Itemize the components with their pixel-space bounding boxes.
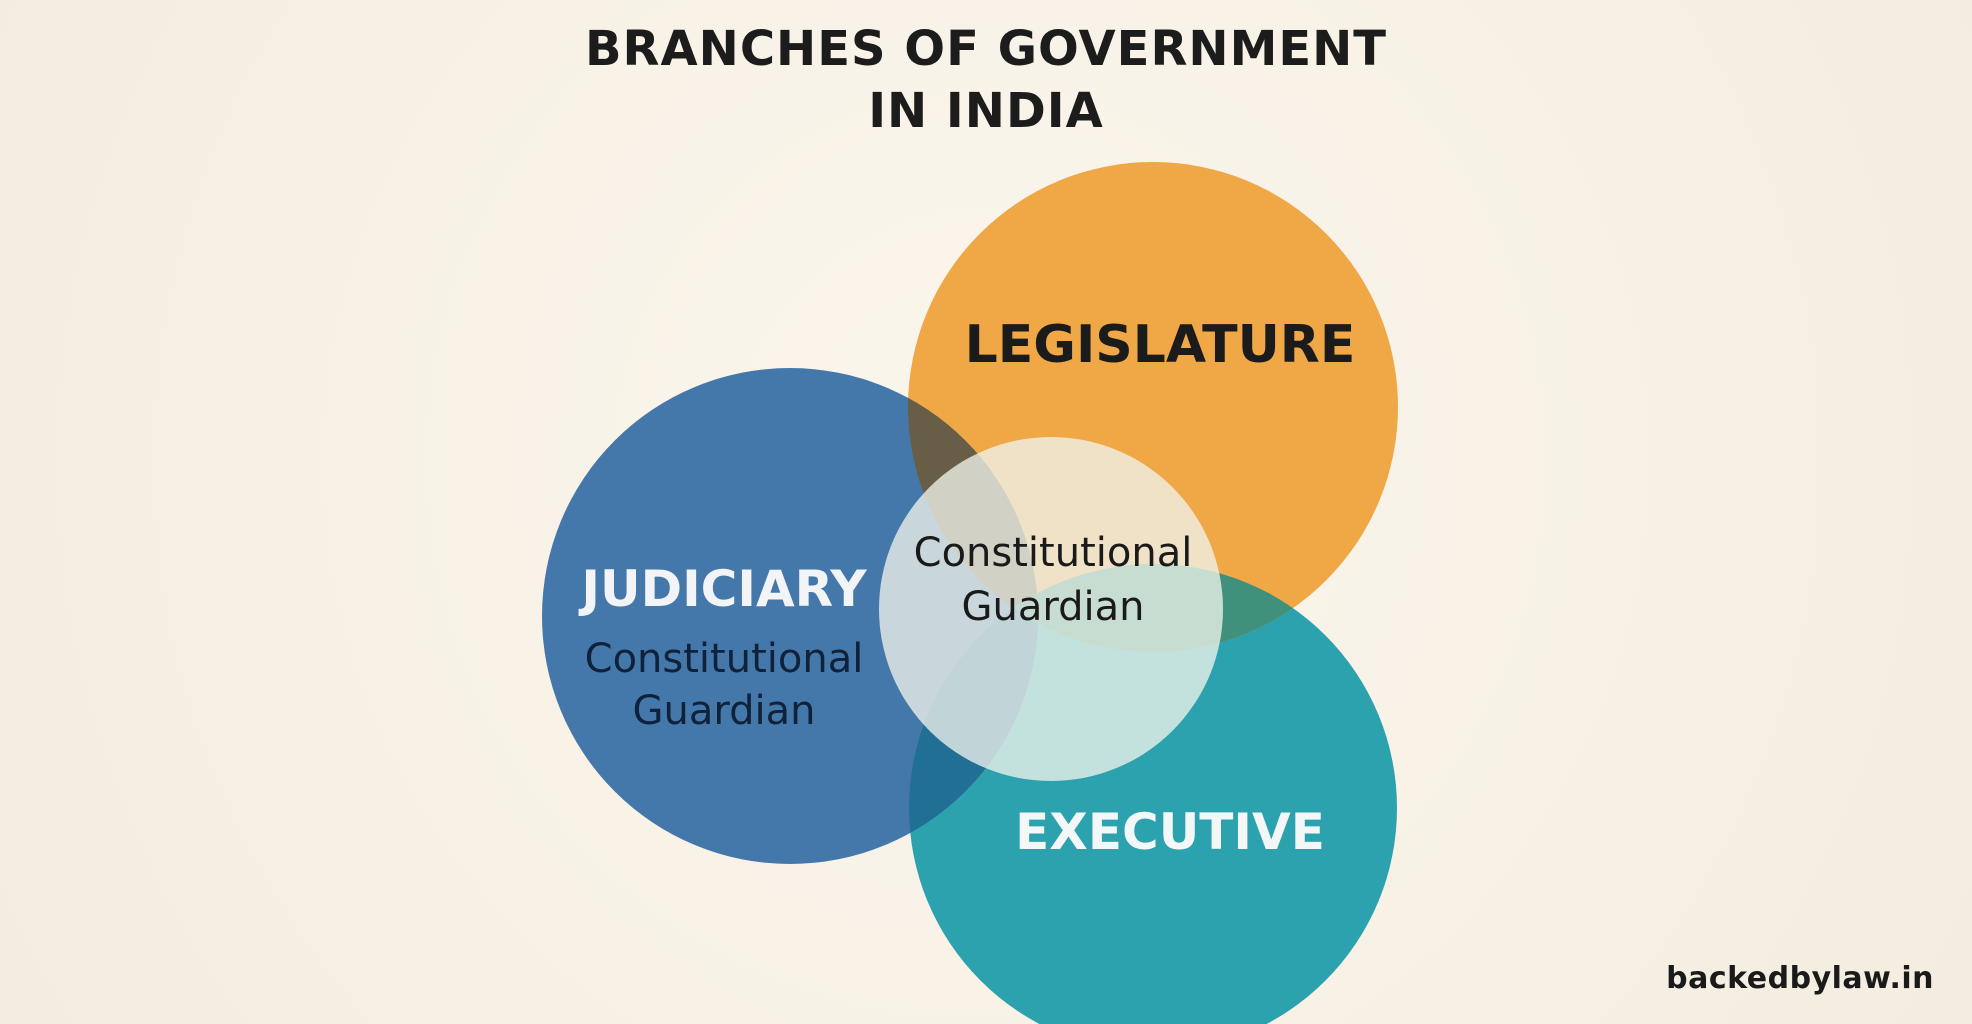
- judiciary-sublabel-line-2: Guardian: [633, 688, 816, 734]
- center-label-line-1: Constitutional: [914, 530, 1193, 576]
- executive-label: EXECUTIVE: [1015, 803, 1325, 861]
- judiciary-sublabel-line-1: Constitutional: [585, 636, 864, 682]
- page-title: BRANCHES OF GOVERNMENT IN INDIA: [0, 18, 1972, 142]
- watermark-logo: backedbylaw.in: [1666, 961, 1934, 996]
- title-line-1: BRANCHES OF GOVERNMENT: [584, 21, 1388, 77]
- legislature-label: LEGISLATURE: [965, 315, 1356, 375]
- judiciary-label: JUDICIARY: [578, 560, 867, 618]
- center-circle: [879, 437, 1223, 781]
- center-label-line-2: Guardian: [962, 584, 1145, 630]
- title-line-2: IN INDIA: [868, 83, 1104, 139]
- judiciary-circle: [542, 368, 1038, 864]
